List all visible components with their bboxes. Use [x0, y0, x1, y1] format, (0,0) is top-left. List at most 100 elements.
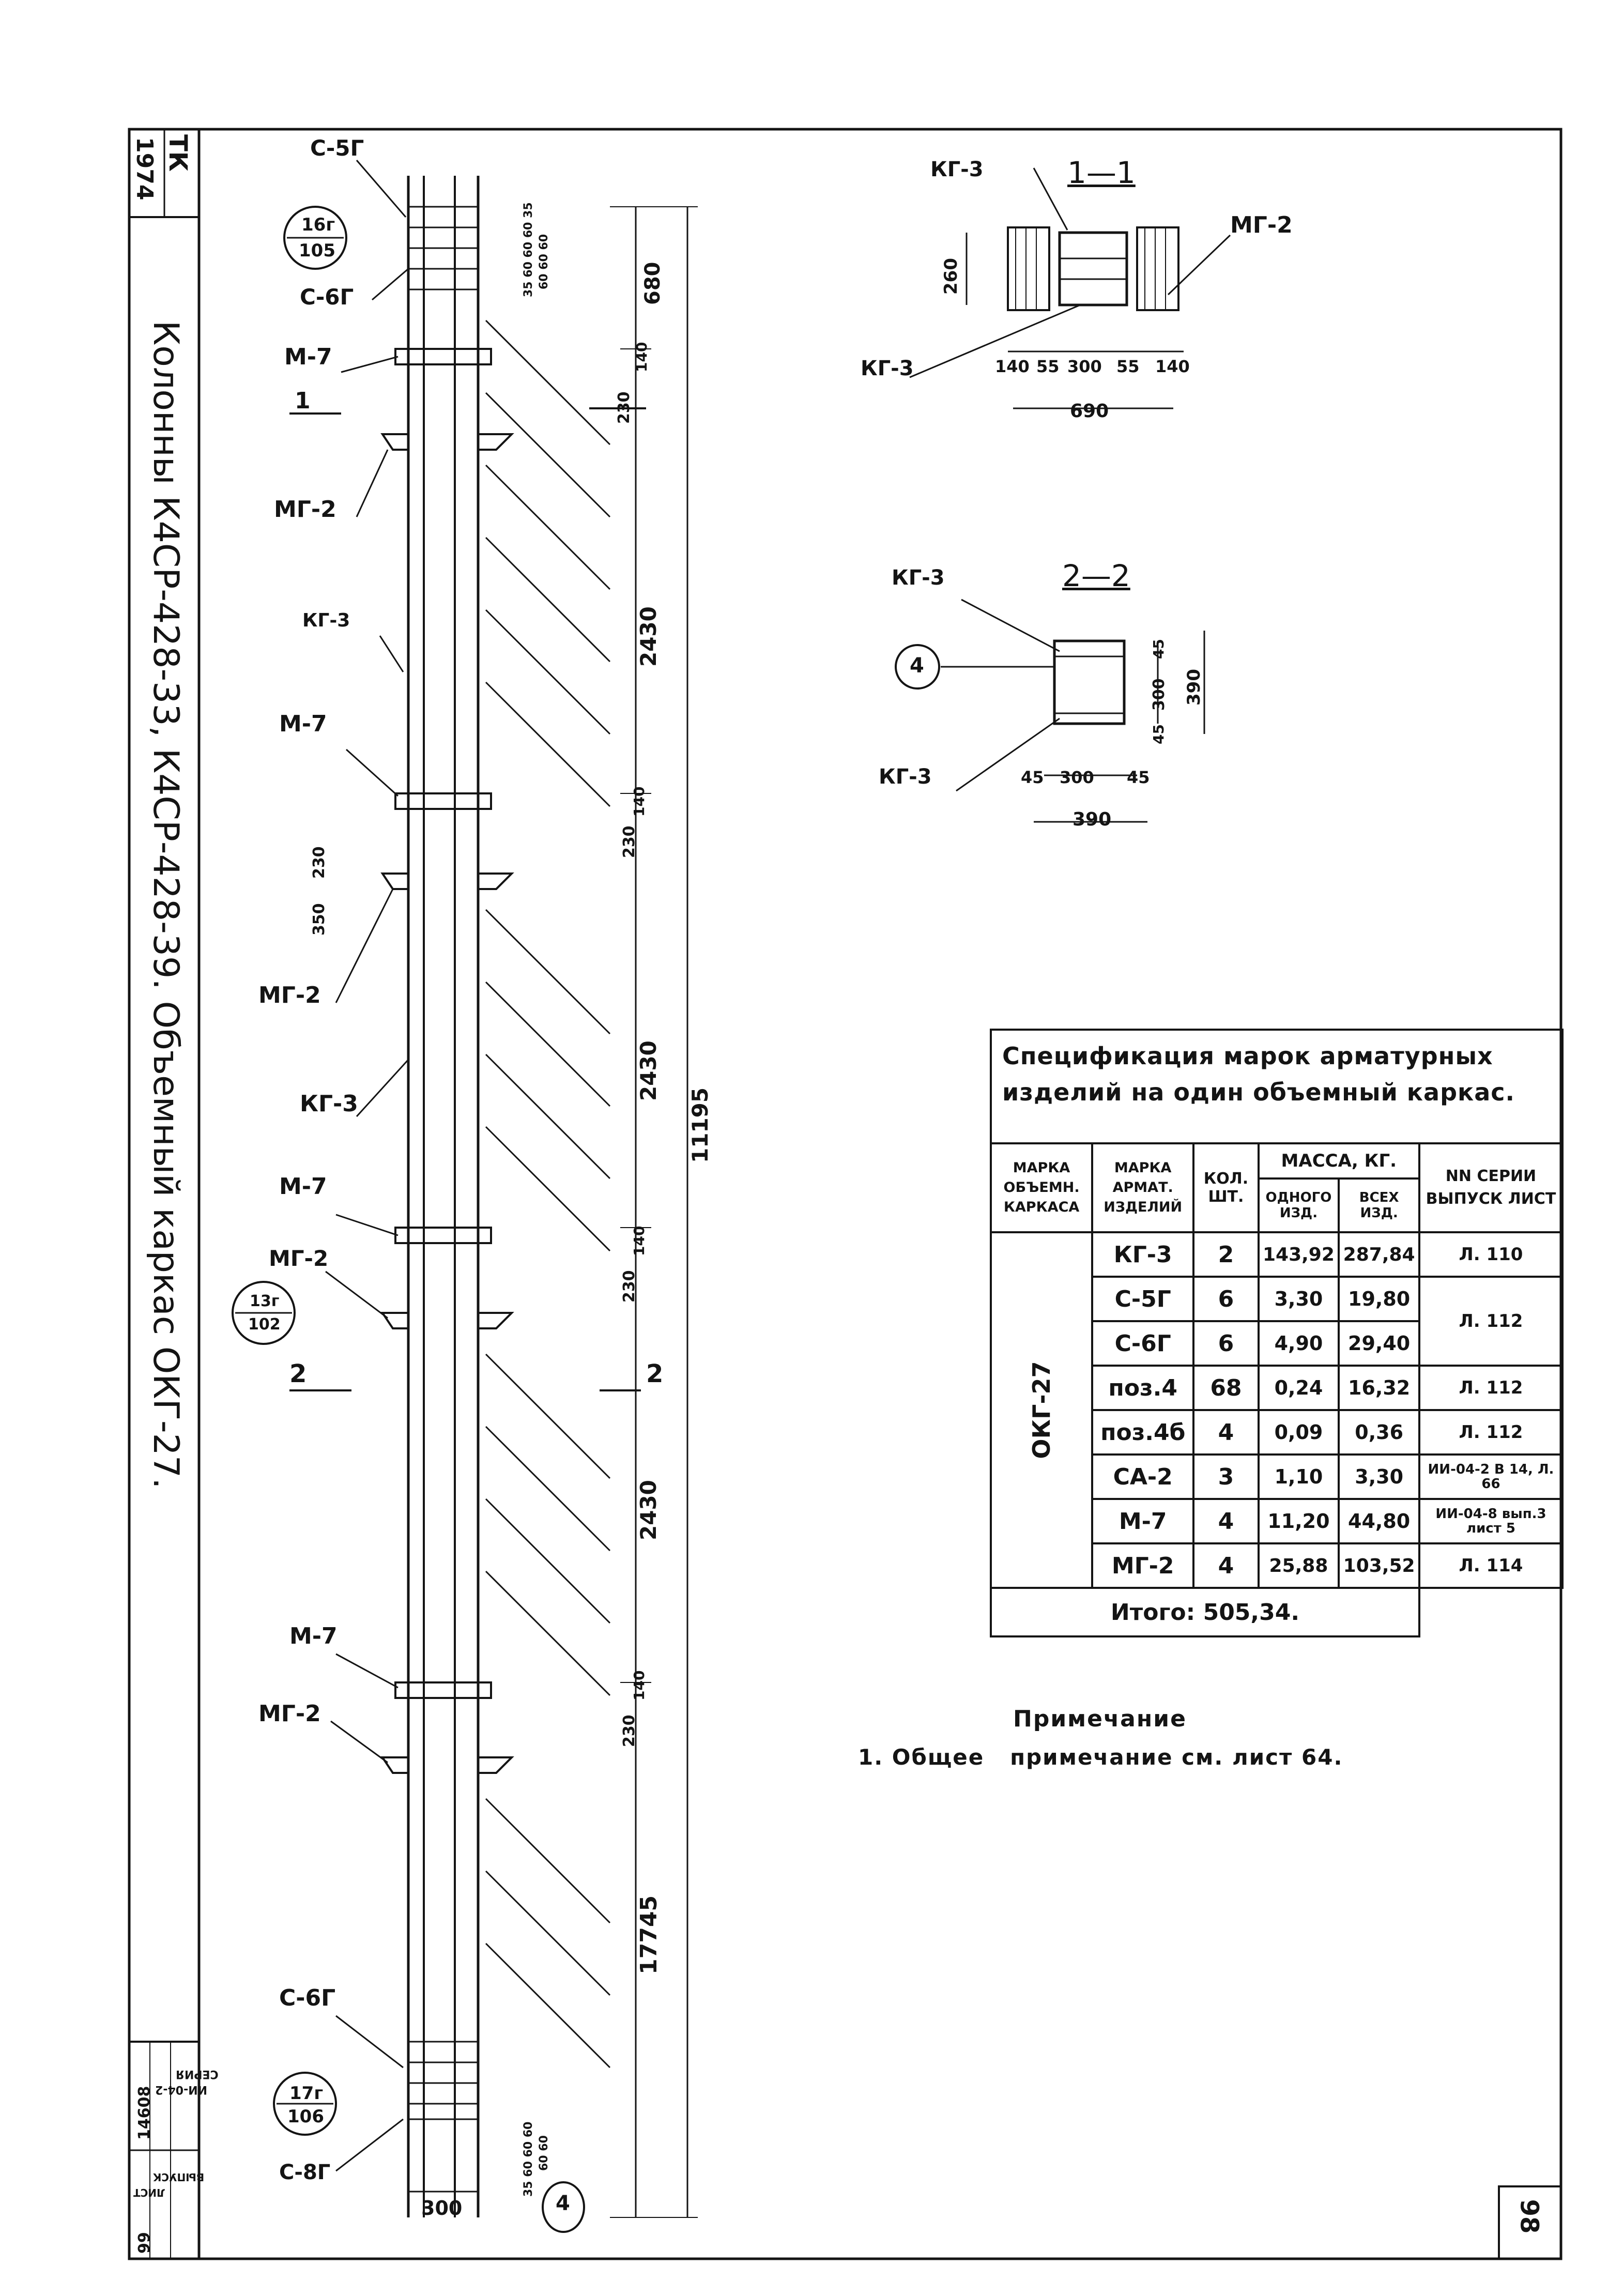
- dim-230-c: 230: [620, 1270, 638, 1303]
- year: 1974: [131, 137, 158, 201]
- spec-caption-line1: Спецификация марок арматурных: [1002, 1042, 1493, 1070]
- section-1-dim-4: 140: [1155, 357, 1190, 376]
- cell-mark: М-7: [1091, 1498, 1195, 1544]
- section-2-vtotal: 390: [1184, 669, 1204, 706]
- bottom-pitch: 35 60 60 60: [522, 2121, 535, 2197]
- col-mass-one: ОДНОГО ИЗД.: [1257, 1177, 1340, 1233]
- table-row: М-7 4 11,20 44,80 ИИ-04-8 вып.3 лист 5: [991, 1498, 1564, 1544]
- dim-230-a: 230: [615, 391, 633, 424]
- table-row: ОКГ-27 КГ-3 2 143,92 287,84 Л. 110: [989, 1231, 1564, 1589]
- top-pitch: 35 60 60 60 35: [522, 202, 535, 297]
- cell-mark: С-6Г: [1091, 1320, 1195, 1367]
- dim-140-a: 140: [633, 342, 650, 372]
- section-2-vdim-2: 45: [1150, 724, 1167, 744]
- section-1-total: 690: [1070, 401, 1109, 422]
- position-4-marker: 4: [556, 2192, 570, 2215]
- dim-140-d: 140: [631, 1670, 648, 1701]
- cell-ref: Л. 110: [1418, 1231, 1564, 1278]
- cell-qty: 68: [1192, 1365, 1260, 1411]
- cell-one: 3,30: [1257, 1276, 1340, 1322]
- callout-m7-2: М-7: [279, 711, 327, 737]
- cell-qty: 4: [1192, 1409, 1260, 1456]
- cell-one: 1,10: [1257, 1453, 1340, 1500]
- dim-140-b: 140: [631, 786, 648, 817]
- column-width-dim: 300: [421, 2197, 463, 2219]
- cell-all: 3,30: [1338, 1453, 1420, 1500]
- dim-2430-a: 2430: [636, 606, 661, 667]
- archive-number: 14608: [135, 2086, 154, 2140]
- section-1-dim-1: 55: [1036, 357, 1060, 376]
- page-number: 98: [1514, 2199, 1544, 2234]
- callout-m7-1: М-7: [284, 344, 332, 370]
- table-row: С-6Г 6 4,90 29,40: [991, 1320, 1562, 1367]
- dim-140-c: 140: [631, 1226, 648, 1256]
- cell-mark: КГ-3: [1091, 1231, 1195, 1278]
- cell-all: 29,40: [1338, 1320, 1420, 1367]
- callout-mg2-1: МГ-2: [274, 496, 336, 523]
- cell-qty: 3: [1192, 1453, 1260, 1500]
- col-mass-all: ВСЕХ ИЗД.: [1338, 1177, 1420, 1233]
- cell-ref: Л. 112: [1418, 1276, 1564, 1367]
- table-row: поз.4 68 0,24 16,32 Л. 112: [991, 1365, 1564, 1411]
- cut-2-right: 2: [646, 1359, 664, 1388]
- note-heading: Примечание: [1013, 1706, 1187, 1732]
- section-2-vdim-0: 45: [1150, 639, 1167, 659]
- side-dim-230: 230: [310, 846, 328, 879]
- cut-1-left: 1: [295, 388, 311, 414]
- series-label: СЕРИЯ: [176, 2068, 219, 2080]
- col-series: NN СЕРИИ ВЫПУСК ЛИСТ: [1418, 1142, 1564, 1233]
- dim-680: 680: [641, 262, 665, 305]
- col-qty: КОЛ. ШТ.: [1192, 1142, 1260, 1233]
- cut-2-left: 2: [289, 1359, 307, 1388]
- section-2-htotal: 390: [1073, 809, 1112, 830]
- cell-ref: Л. 112: [1418, 1409, 1564, 1456]
- note-line-1: 1. Общее примечание см. лист 64.: [858, 1744, 1343, 1770]
- callout-mg2-4: МГ-2: [258, 1701, 321, 1727]
- page-small: 99: [135, 2232, 154, 2254]
- callout-m7-3: М-7: [279, 1173, 327, 1200]
- col-item-mark: МАРКА АРМАТ. ИЗДЕЛИЙ: [1091, 1142, 1195, 1233]
- section-1-height: 260: [941, 258, 961, 295]
- dim-2430-b: 2430: [636, 1040, 661, 1101]
- node-top-b: 105: [299, 240, 335, 261]
- callout-c8g: С-8Г: [279, 2161, 331, 2184]
- callout-kg3-1: КГ-3: [302, 610, 350, 631]
- node-mid-a: 13г: [250, 1292, 280, 1310]
- table-row: поз.4б 4 0,09 0,36 Л. 112: [991, 1409, 1564, 1456]
- total-height-dim: 11195: [687, 1087, 713, 1163]
- series-value: ИИ-04-2: [155, 2083, 208, 2096]
- sheet-label: ЛИСТ: [133, 2186, 165, 2199]
- cell-ref: Л. 114: [1418, 1542, 1564, 1589]
- table-row: С-5Г 6 3,30 19,80 Л. 112: [991, 1276, 1564, 1367]
- col-mass: МАССА, КГ.: [1257, 1142, 1420, 1180]
- cell-all: 287,84: [1338, 1231, 1420, 1278]
- cell-all: 103,52: [1338, 1542, 1420, 1589]
- cell-mark: С-5Г: [1091, 1276, 1195, 1322]
- dim-17745: 17745: [636, 1895, 662, 1974]
- section-2-kg3-top: КГ-3: [892, 566, 945, 590]
- page-number-box: [1498, 2185, 1562, 2260]
- cell-one: 4,90: [1257, 1320, 1340, 1367]
- node-top-a: 16г: [301, 215, 335, 235]
- section-1-dim-2: 300: [1067, 357, 1102, 376]
- callout-c5g: С-5Г: [310, 135, 364, 161]
- cell-qty: 2: [1192, 1231, 1260, 1278]
- node-bot-a: 17г: [289, 2083, 324, 2104]
- bottom-pitch-2: 60 60: [538, 2135, 550, 2171]
- section-1-kg3-top: КГ-3: [930, 158, 984, 181]
- dim-230-b: 230: [620, 825, 638, 858]
- cell-ref: ИИ-04-2 В 14, Л. 66: [1418, 1453, 1564, 1500]
- column-elevation: [232, 160, 698, 2233]
- cell-one: 0,24: [1257, 1365, 1340, 1411]
- callout-m7-4: М-7: [289, 1623, 338, 1649]
- section-2-kg3-bot: КГ-3: [879, 765, 932, 789]
- cell-ref: Л. 112: [1418, 1365, 1564, 1411]
- node-mid-b: 102: [248, 1315, 281, 1334]
- section-1-dim-3: 55: [1116, 357, 1140, 376]
- top-pitch-2: 60 60 60: [538, 234, 550, 289]
- section-2-vdim-1: 300: [1150, 678, 1168, 711]
- section-1-1-drawing: [909, 167, 1231, 409]
- section-1-kg3-bot: КГ-3: [861, 357, 914, 380]
- cell-one: 143,92: [1257, 1231, 1340, 1278]
